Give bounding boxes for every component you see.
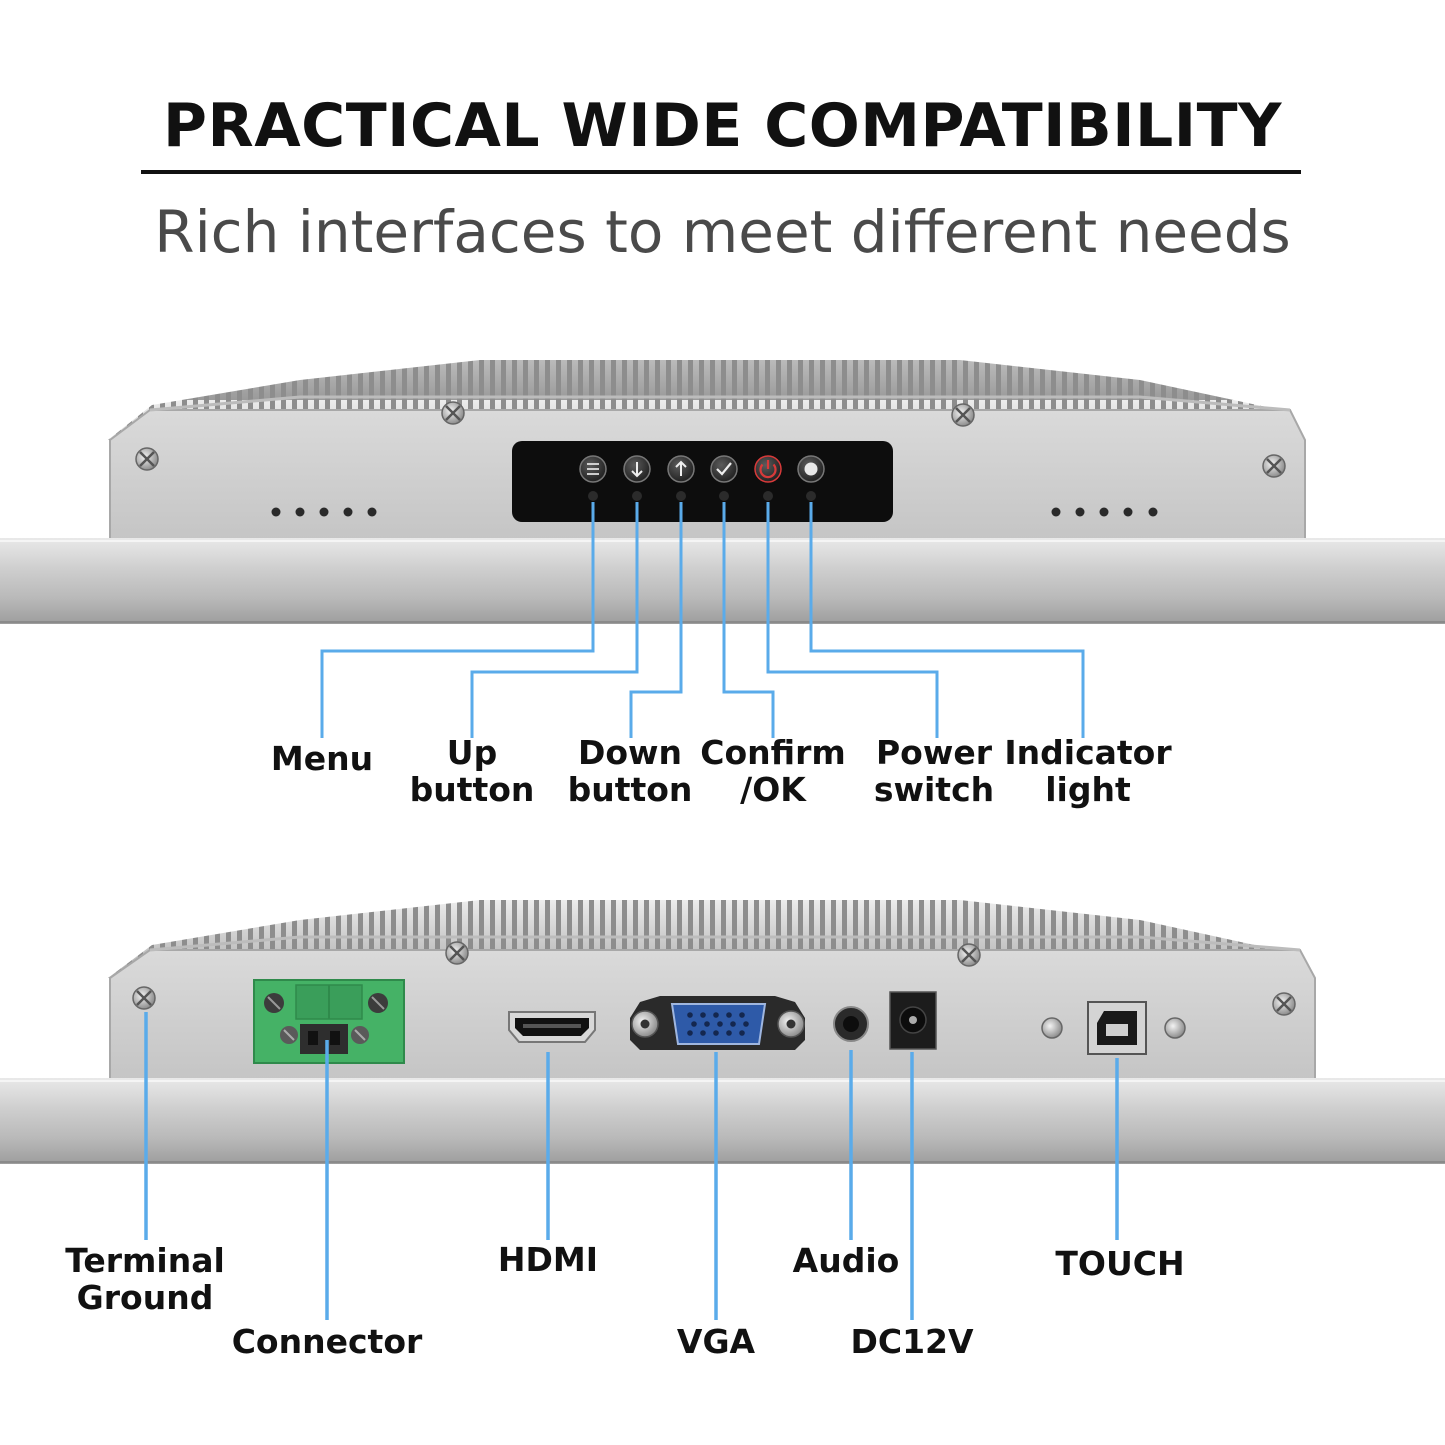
menu-icon	[579, 455, 607, 483]
indicator-dot-icon	[797, 455, 825, 483]
usb-b-touch-port	[1041, 1001, 1186, 1055]
check-icon	[710, 455, 738, 483]
label-vga: VGA	[676, 1322, 756, 1361]
screw-icon	[132, 986, 156, 1010]
screw-icon	[957, 943, 981, 967]
front-device	[0, 360, 1445, 738]
arrow-up-icon	[667, 455, 695, 483]
rear-callout-lines	[144, 1012, 1119, 1320]
button-leds	[588, 491, 816, 501]
rear-display-bezel	[0, 1078, 1445, 1164]
label-dc12v: DC12V	[850, 1322, 974, 1361]
screw-icon	[1262, 454, 1286, 478]
label-audio: Audio	[792, 1241, 900, 1280]
label-indicator-light: Indicator light	[1004, 733, 1172, 809]
page-title: PRACTICAL WIDE COMPATIBILITY	[163, 91, 1282, 161]
power-icon	[754, 455, 782, 483]
page-subtitle: Rich interfaces to meet different needs	[154, 198, 1291, 266]
hdmi-port	[508, 1011, 596, 1043]
label-menu: Menu	[270, 739, 374, 778]
label-confirm-ok: Confirm /OK	[700, 733, 846, 809]
speaker-grille-left	[271, 507, 377, 517]
label-hdmi: HDMI	[497, 1240, 599, 1279]
label-down-button: Down button	[567, 733, 693, 809]
dc-power-jack	[889, 991, 937, 1050]
screw-icon	[445, 941, 469, 965]
label-touch: TOUCH	[1055, 1244, 1185, 1283]
control-button-panel	[512, 441, 893, 522]
front-callout-lines	[320, 502, 1085, 738]
label-terminal-ground: Terminal Ground	[65, 1241, 225, 1317]
terminal-block-connector	[253, 979, 405, 1064]
label-power-switch: Power switch	[873, 733, 995, 809]
screw-icon	[951, 403, 975, 427]
rear-device	[0, 900, 1445, 1320]
audio-jack	[833, 1006, 869, 1042]
label-up-button: Up button	[409, 733, 535, 809]
title-underline	[141, 170, 1301, 174]
arrow-down-icon	[623, 455, 651, 483]
screw-icon	[441, 401, 465, 425]
screw-icon	[1272, 992, 1296, 1016]
screw-icon	[135, 447, 159, 471]
label-connector: Connector	[231, 1322, 423, 1361]
speaker-grille-right	[1051, 507, 1158, 517]
vga-port	[630, 996, 805, 1050]
